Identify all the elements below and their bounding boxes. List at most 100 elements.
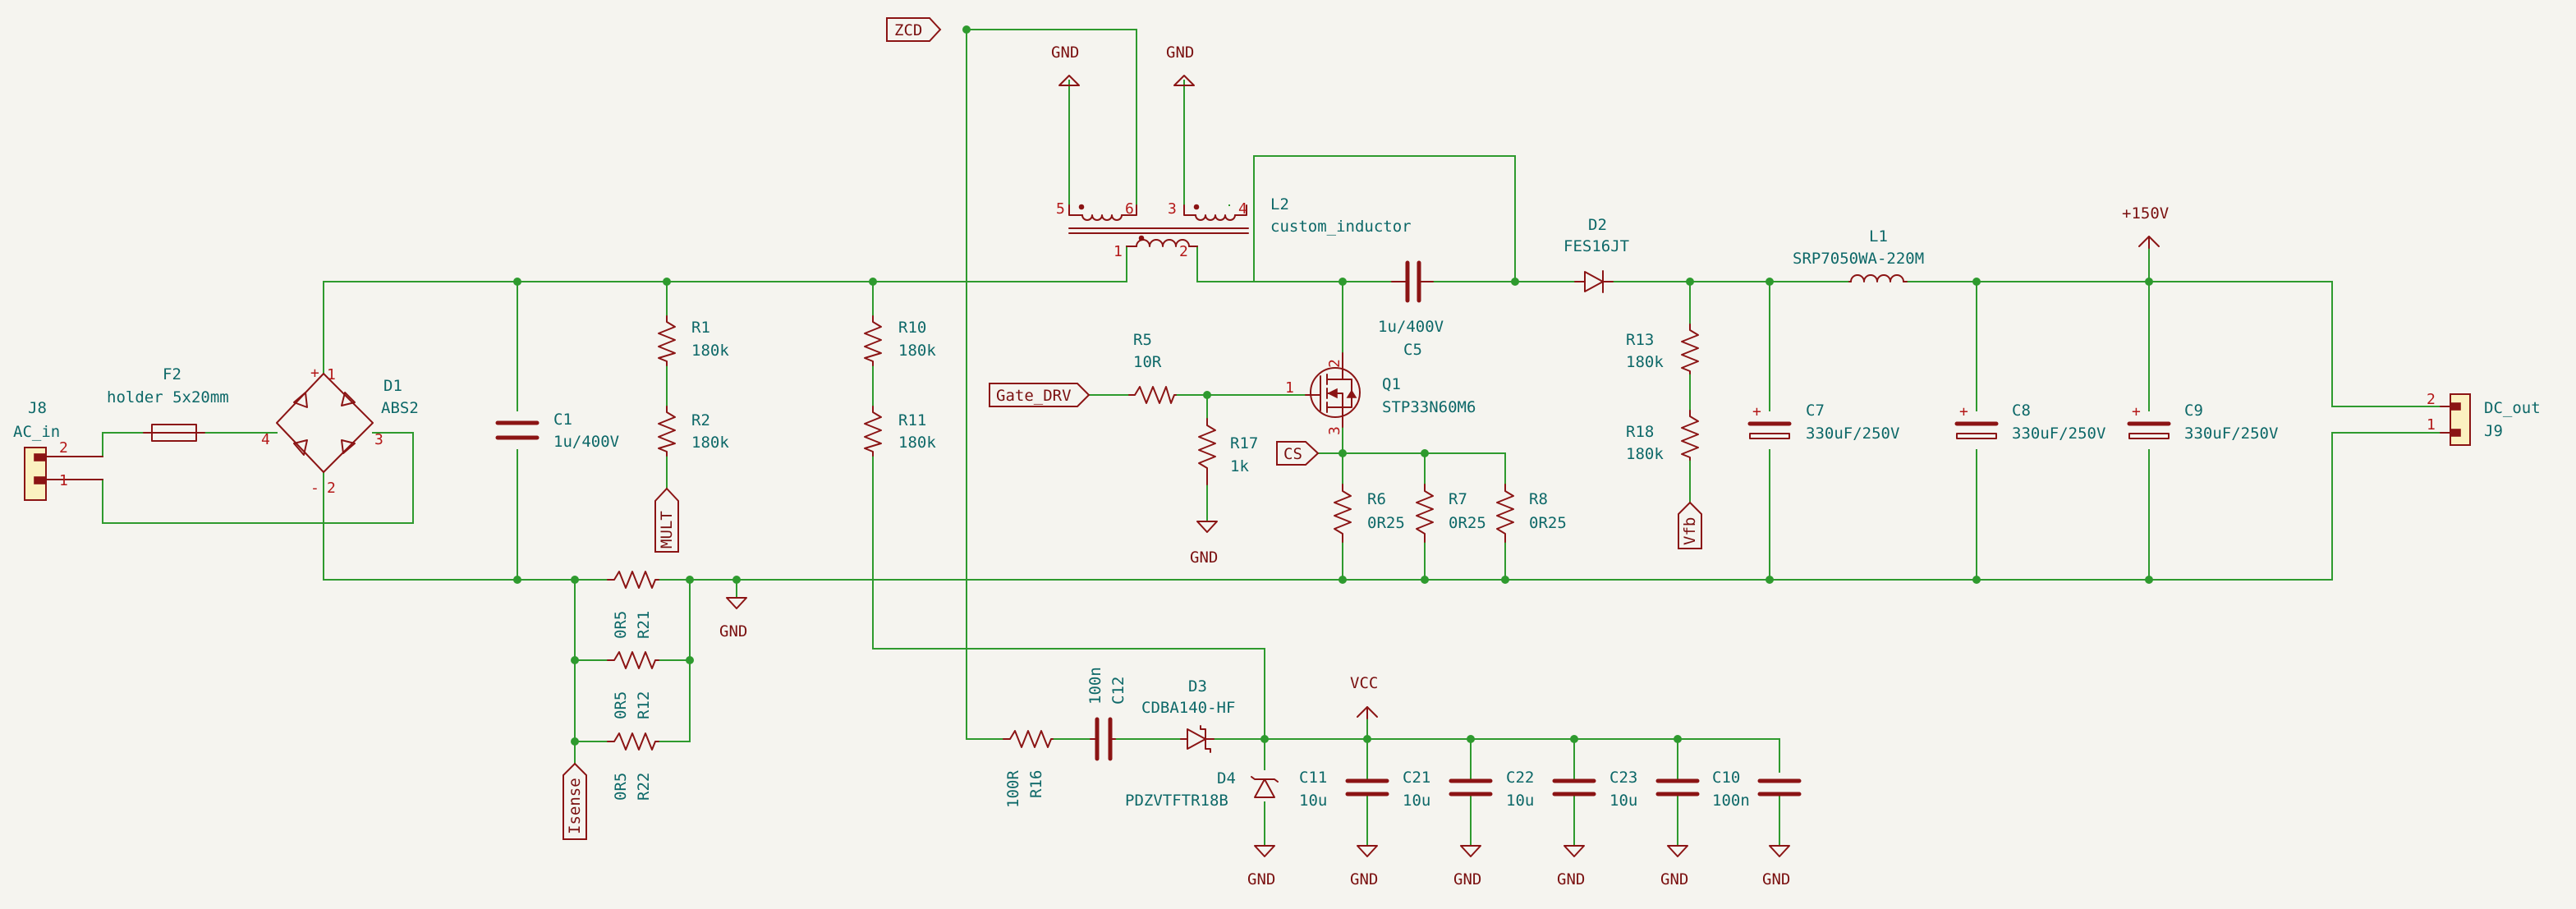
q1-pin-1: 1 [1285,379,1294,397]
resistor-r5[interactable]: R5 10R [1128,331,1177,404]
resistor-r7[interactable]: R7 0R25 [1416,484,1486,543]
gnd-symbol-c22[interactable]: GND [1557,845,1585,888]
gnd-c21-text: GND [1453,870,1481,888]
capacitor-c10[interactable]: C10 100n [1712,769,1802,810]
vcc-text: VCC [1350,674,1378,692]
vfb-label-text: Vfb [1681,517,1699,545]
l1-ref: L1 [1869,227,1888,246]
mult-label-text: MULT [658,511,676,549]
global-label-gate-drv[interactable]: Gate_DRV [989,383,1091,407]
global-label-vfb[interactable]: Vfb [1678,501,1702,549]
d3-ref: D3 [1188,677,1207,696]
global-label-zcd[interactable]: ZCD [886,17,942,42]
capacitor-c21[interactable]: C21 10u [1403,769,1493,810]
fuse-f2[interactable]: holder 5x20mm F2 [107,365,229,442]
c7-plus: + [1752,403,1761,420]
c22-ref: C22 [1506,769,1534,787]
r6-value: 0R25 [1367,514,1405,532]
transformer-l2[interactable]: 5 6 3 4 1 2 L2 custom_inductor [1056,195,1412,260]
inductor-l1[interactable]: L1 SRP7050WA-220M [1793,227,1924,282]
gnd-symbol-c11[interactable]: GND [1350,845,1378,888]
capacitor-c9[interactable]: + C9 330uF/250V [2127,402,2278,443]
q1-pin-3: 3 [1326,426,1343,435]
connector-j8[interactable]: 2 1 J8 AC_in [13,399,103,501]
mosfet-q1[interactable]: 1 2 3 Q1 STP33N60M6 [1285,352,1476,435]
j9-pin-1: 1 [2427,416,2436,434]
junctions [513,25,2153,746]
l2-pin-1: 1 [1114,243,1123,260]
c9-value: 330uF/250V [2184,425,2278,443]
c10-value: 100n [1712,792,1750,810]
power-symbol-150v[interactable]: +150V [2122,204,2169,249]
gnd-symbol-c21[interactable]: GND [1453,845,1481,888]
r11-value: 180k [898,434,936,452]
resistor-r21[interactable]: 0R5 R21 [607,571,659,639]
resistor-r17[interactable]: R17 1k [1198,418,1258,485]
capacitor-c8[interactable]: + C8 330uF/250V [1954,402,2105,443]
l2-pin-3: 3 [1168,200,1177,218]
capacitor-c5[interactable]: 1u/400V C5 [1378,260,1444,359]
capacitor-c22[interactable]: C22 10u [1506,769,1596,810]
diode-d2[interactable]: D2 FES16JT [1564,216,1629,293]
c12-value: 100n [1086,667,1104,705]
r10-ref: R10 [898,319,926,337]
c12-ref: C12 [1109,677,1127,705]
r12-ref: R12 [635,691,653,719]
global-label-cs[interactable]: CS [1276,441,1320,466]
resistor-r6[interactable]: R6 0R25 [1334,484,1405,543]
resistor-r13[interactable]: R13 180k [1626,324,1699,374]
l2-pin-5: 5 [1056,200,1065,218]
r5-value: 10R [1133,353,1162,371]
gnd-symbol-c23[interactable]: GND [1660,845,1688,888]
gnd-symbol-d4[interactable]: GND [1247,845,1275,888]
resistor-r16[interactable]: 100R R16 [1003,730,1054,808]
resistor-r12[interactable]: 0R5 R12 [607,651,659,719]
d4-value: PDZVTFTR18B [1125,792,1228,810]
resistor-r11[interactable]: R11 180k [864,406,936,457]
l2-pin-4: 4 [1238,200,1247,218]
d2-value: FES16JT [1564,237,1629,255]
gnd-symbol-r17[interactable]: GND [1190,521,1218,567]
global-label-isense[interactable]: Isense [562,762,587,840]
diode-d3[interactable]: D3 CDBA140-HF [1141,677,1235,753]
zcd-label-text: ZCD [894,21,922,39]
power-symbol-vcc[interactable]: VCC [1350,674,1378,719]
capacitor-c23[interactable]: C23 10u [1609,769,1700,810]
resistor-r8[interactable]: R8 0R25 [1496,484,1567,543]
diode-d4[interactable]: D4 PDZVTFTR18B [1125,769,1279,810]
gnd-d4-text: GND [1247,870,1275,888]
r5-ref: R5 [1133,331,1152,349]
j9-value: DC_out [2484,399,2541,417]
f2-value: holder 5x20mm [107,388,229,406]
c8-value: 330uF/250V [2012,425,2105,443]
capacitor-c1[interactable]: C1 1u/400V [495,411,619,451]
gnd-symbol-main[interactable]: GND [719,597,747,640]
resistor-r2[interactable]: R2 180k [658,406,729,457]
resistor-r1[interactable]: R1 180k [658,315,729,366]
resistor-r22[interactable]: 0R5 R22 [607,732,659,801]
c10-ref: C10 [1712,769,1740,787]
c5-value: 1u/400V [1378,318,1444,336]
l2-ref: L2 [1270,195,1289,213]
j8-pin-1: 1 [59,472,68,489]
resistor-r10[interactable]: R10 180k [864,315,936,366]
r18-ref: R18 [1626,423,1654,441]
r17-value: 1k [1230,457,1249,475]
gnd-symbol-aux1[interactable]: GND [1051,44,1080,86]
gnd-symbol-aux2[interactable]: GND [1166,44,1195,86]
c21-ref: C21 [1403,769,1430,787]
capacitor-c11[interactable]: C11 10u [1299,769,1389,810]
r1-value: 180k [691,342,729,360]
global-label-mult[interactable]: MULT [654,487,679,553]
capacitor-c12[interactable]: 100n C12 [1086,667,1127,761]
gnd-symbol-c10[interactable]: GND [1762,845,1790,888]
q1-pin-2: 2 [1326,359,1343,368]
capacitor-c7[interactable]: + C7 330uF/250V [1747,402,1899,443]
r16-value: 100R [1004,770,1022,808]
connector-j9[interactable]: 2 1 DC_out J9 [2427,391,2541,446]
bridge-rectifier-d1[interactable]: + 1 4 3 - 2 D1 ABS2 [261,365,419,497]
c22-value: 10u [1506,792,1534,810]
resistor-r18[interactable]: R18 180k [1626,410,1699,463]
f2-ref: F2 [163,365,181,383]
